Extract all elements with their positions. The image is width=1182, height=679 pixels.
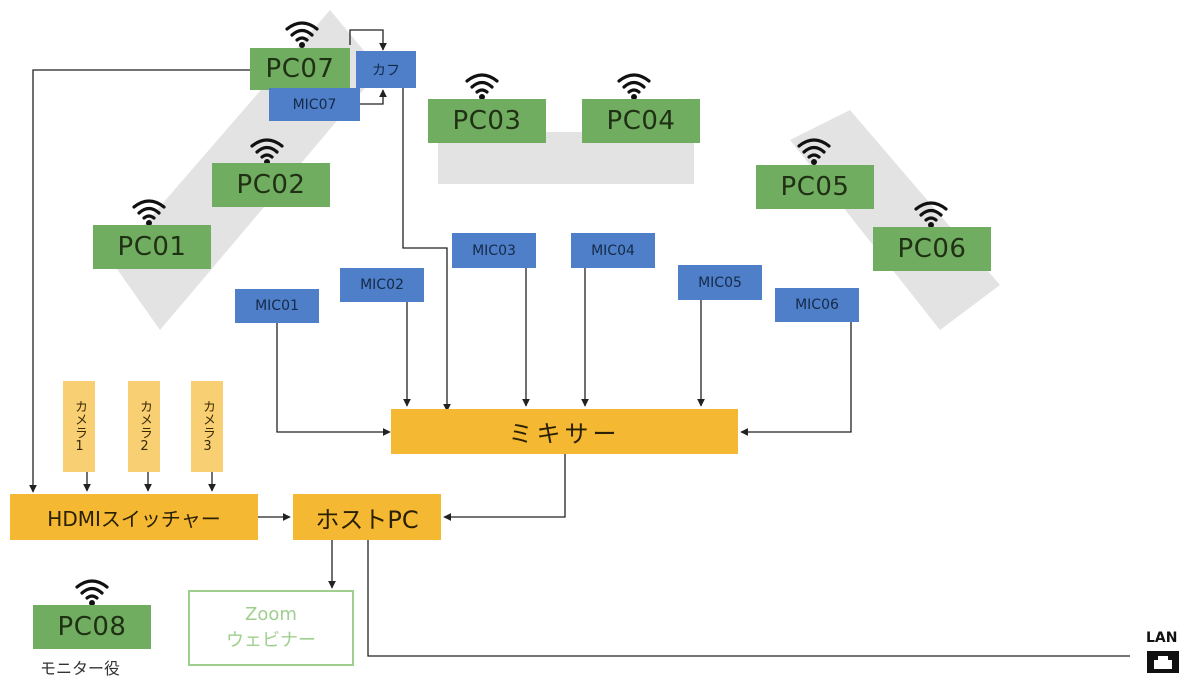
webinar-label: ウェビナー bbox=[226, 630, 316, 651]
hdmi-switcher-box: HDMIスイッチャー bbox=[10, 494, 258, 540]
pc07-box: PC07 bbox=[250, 48, 350, 90]
mic06-box: MIC06 bbox=[775, 288, 859, 322]
pc01-label: PC01 bbox=[117, 232, 187, 262]
cough-box: カフ bbox=[356, 51, 416, 88]
pc04-box: PC04 bbox=[582, 99, 700, 143]
mic02-box: MIC02 bbox=[340, 268, 424, 302]
pc01-box: PC01 bbox=[93, 225, 211, 269]
mic01-box: MIC01 bbox=[235, 289, 319, 323]
pc08-label: PC08 bbox=[57, 612, 127, 642]
zoom-label: Zoom bbox=[245, 604, 297, 625]
pc02-box: PC02 bbox=[212, 163, 330, 207]
pc05-label: PC05 bbox=[780, 172, 850, 202]
mic04-box: MIC04 bbox=[571, 233, 655, 268]
wifi-icon bbox=[617, 73, 651, 100]
wire-mic07-cough bbox=[360, 89, 387, 105]
wire-mic01-mixer bbox=[276, 323, 391, 436]
pc02-label: PC02 bbox=[236, 170, 306, 200]
pc08-caption: モニター役 bbox=[40, 659, 121, 678]
mic03-box: MIC03 bbox=[452, 233, 536, 268]
wifi-icon bbox=[285, 21, 319, 48]
wire-mixer-host bbox=[443, 454, 566, 521]
pc05-box: PC05 bbox=[756, 165, 874, 209]
pc03-label: PC03 bbox=[452, 106, 522, 136]
pc07-label: PC07 bbox=[265, 54, 335, 84]
wifi-icon bbox=[465, 73, 499, 100]
lan-label: LAN bbox=[1146, 630, 1178, 646]
pc04-label: PC04 bbox=[606, 106, 676, 136]
ethernet-port-icon bbox=[1147, 651, 1179, 673]
camera-3-box: カメラ3 bbox=[191, 381, 223, 472]
mixer-box: ミキサー bbox=[391, 409, 738, 454]
wifi-icon bbox=[132, 199, 166, 226]
camera-1-box: カメラ1 bbox=[63, 381, 95, 472]
wifi-icon bbox=[797, 138, 831, 165]
pc06-label: PC06 bbox=[897, 234, 967, 264]
pc06-box: PC06 bbox=[873, 227, 991, 271]
wire-pc07-cough bbox=[349, 29, 387, 51]
wifi-icon bbox=[250, 138, 284, 165]
wifi-icon bbox=[914, 201, 948, 228]
pc03-box: PC03 bbox=[428, 99, 546, 143]
host-pc-box: ホストPC bbox=[293, 494, 441, 540]
mic05-box: MIC05 bbox=[678, 265, 762, 300]
wifi-icon bbox=[75, 579, 109, 606]
zoom-webinar-box: Zoom ウェビナー bbox=[188, 590, 354, 666]
wire-host-lan bbox=[367, 540, 1130, 657]
camera-2-box: カメラ2 bbox=[128, 381, 160, 472]
mic07-box: MIC07 bbox=[269, 88, 360, 121]
pc08-box: PC08 bbox=[33, 605, 151, 649]
wire-mic06-mixer bbox=[740, 322, 852, 436]
